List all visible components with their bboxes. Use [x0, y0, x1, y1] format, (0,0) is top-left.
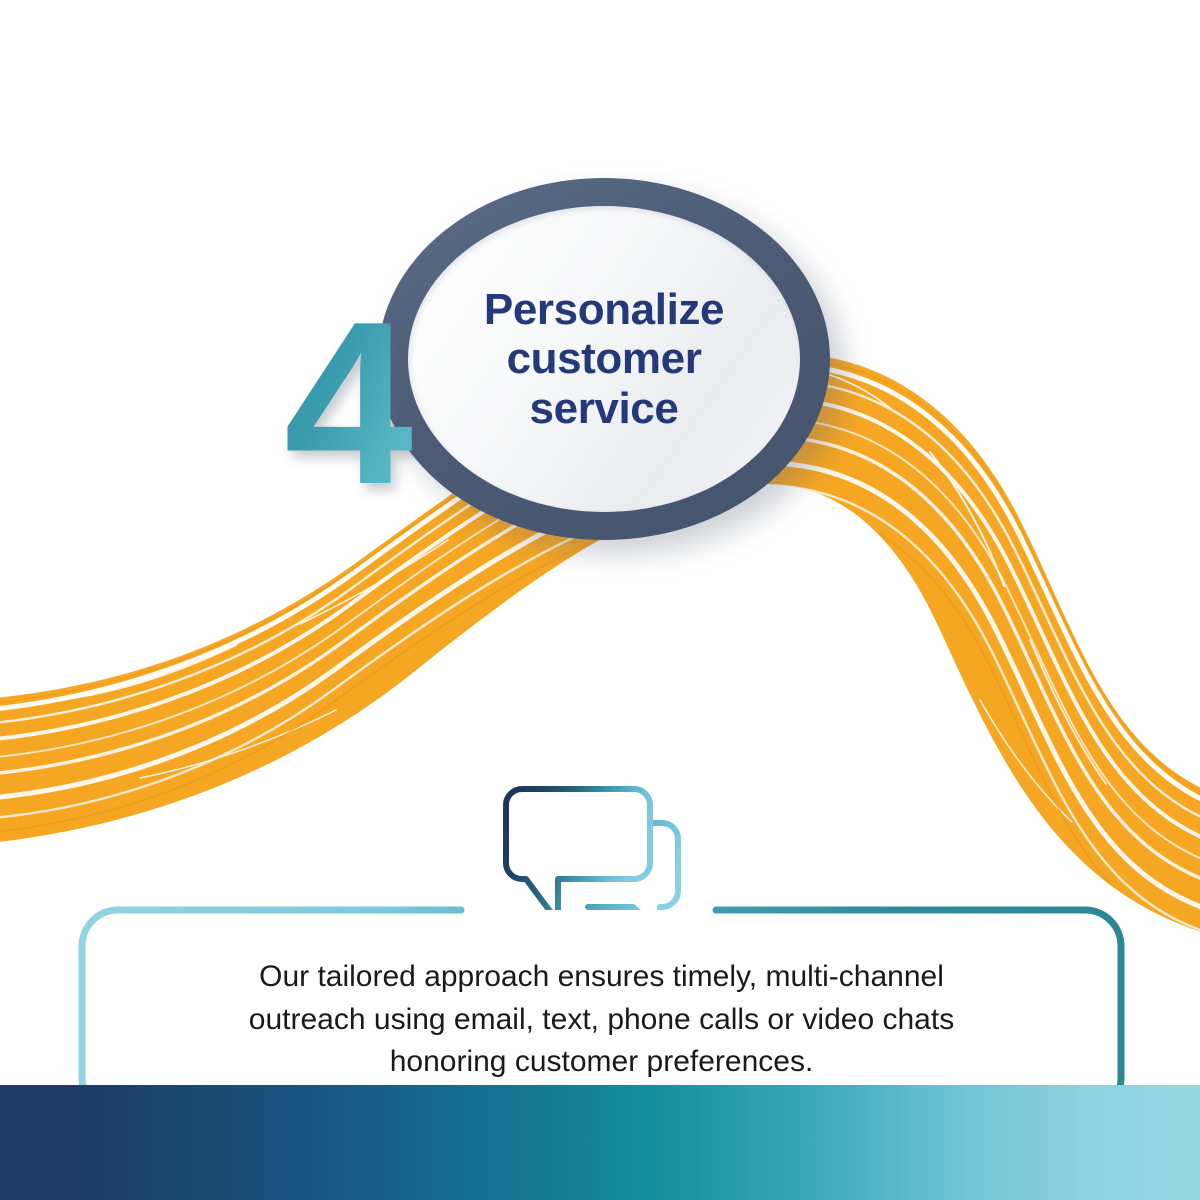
- description-text: Our tailored approach ensures timely, mu…: [78, 906, 1125, 1118]
- step-title-line-2: customer: [506, 334, 702, 384]
- step-title-line-1: Personalize: [483, 285, 725, 335]
- step-title: Personalize customer service: [408, 206, 800, 512]
- step-badge: Personalize customer service: [378, 178, 848, 556]
- chat-bubbles-icon: [503, 786, 681, 934]
- description-line-1: Our tailored approach ensures timely, mu…: [259, 960, 944, 994]
- step-title-line-3: service: [529, 383, 679, 433]
- bottom-gradient-bar: [0, 1085, 1200, 1200]
- badge-inner-fill: [408, 206, 800, 512]
- step-number: 4: [284, 274, 414, 533]
- description-line-3: honoring customer preferences.: [389, 1045, 814, 1079]
- description-line-2: outreach using email, text, phone calls …: [248, 1002, 955, 1036]
